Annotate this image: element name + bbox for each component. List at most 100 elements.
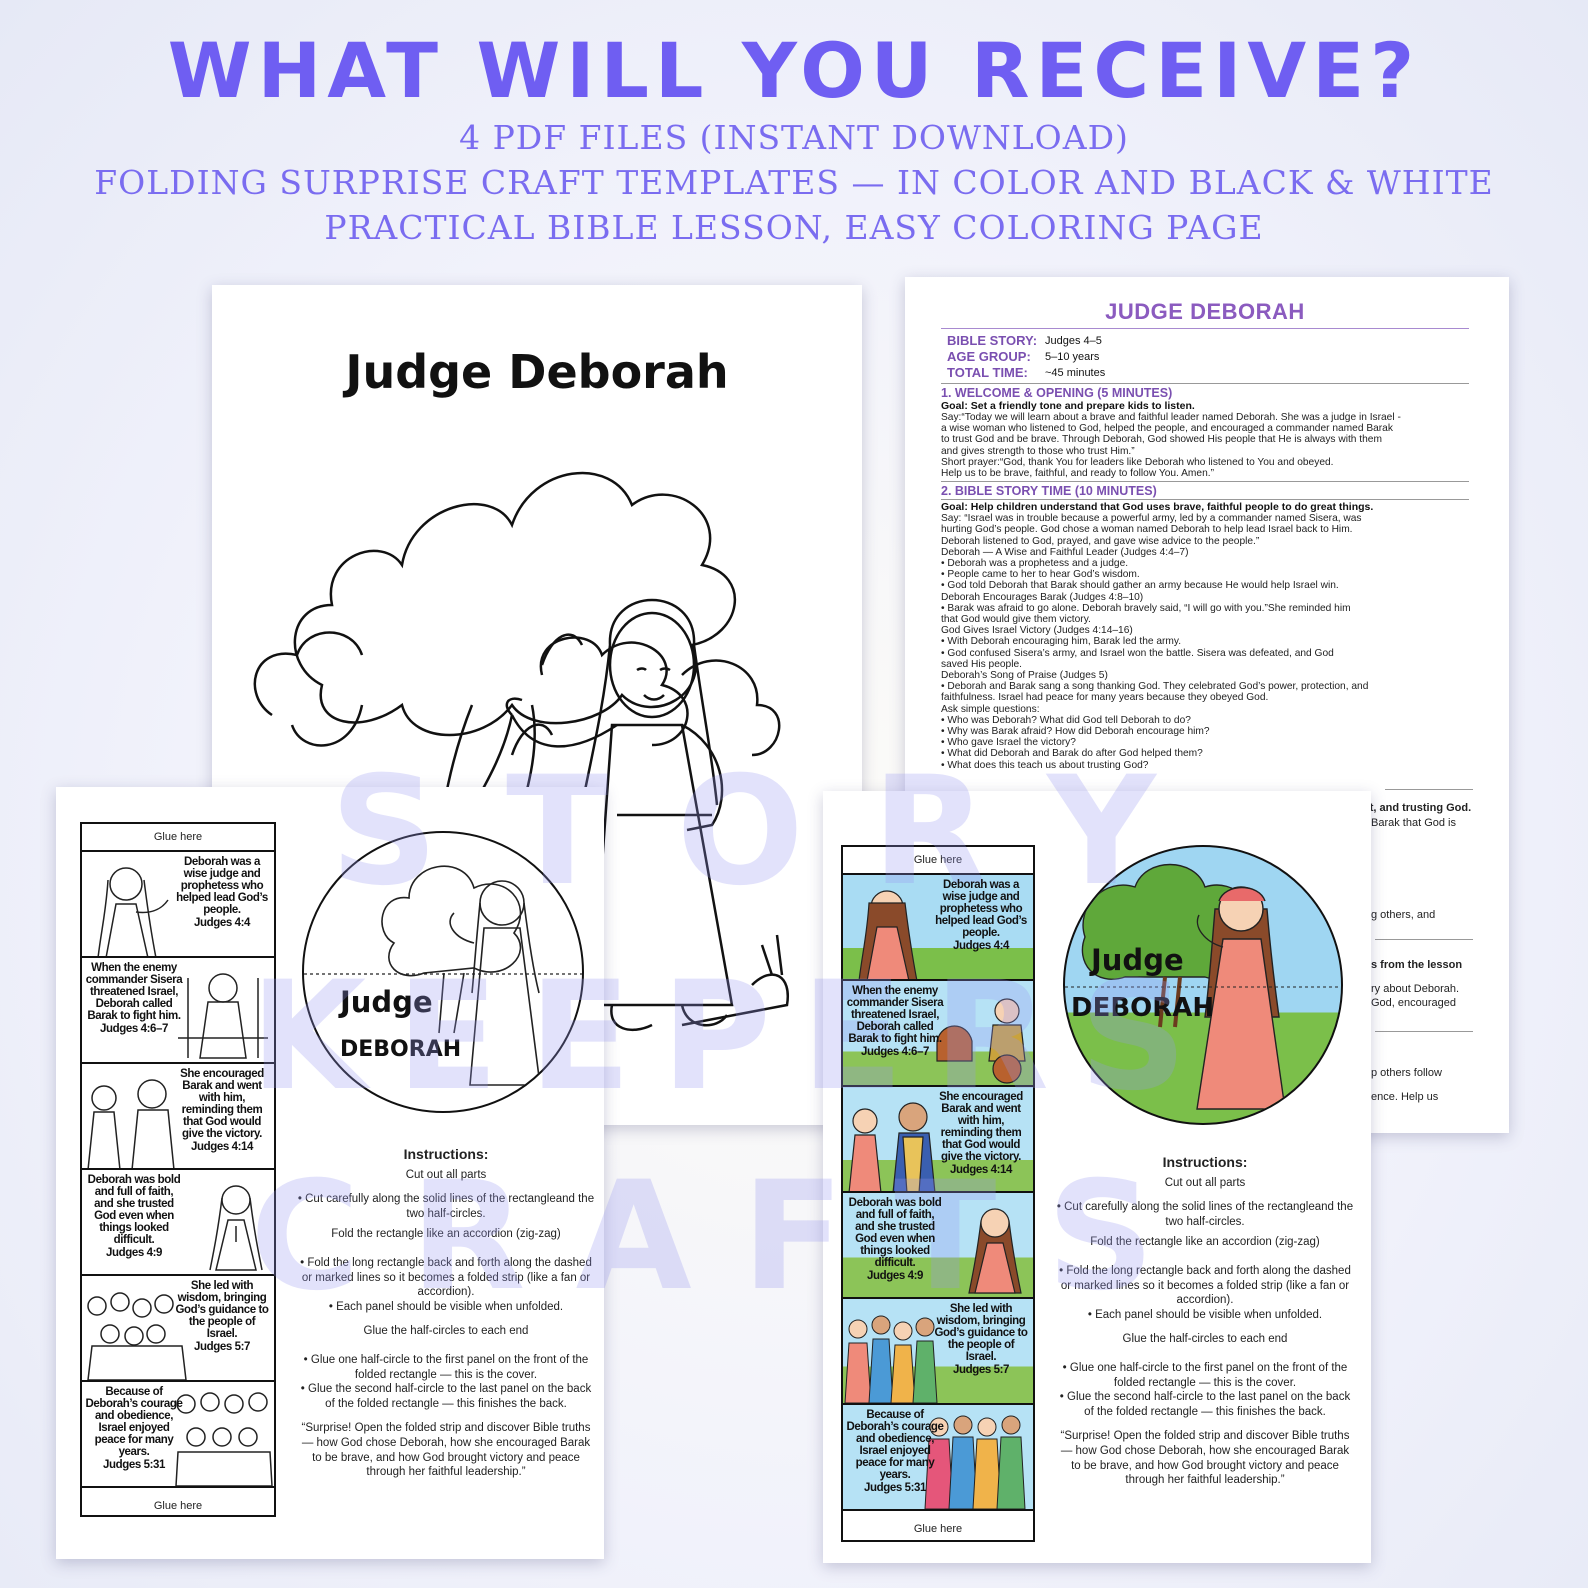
barak-icon	[848, 1102, 936, 1191]
crowd-icon	[844, 1315, 938, 1403]
panel-text: Deborah was bold and full of faith, and …	[845, 1197, 945, 1282]
lesson-fragment: nt, and trusting God.	[1363, 802, 1472, 814]
lesson-line: • People came to her to hear God’s wisdo…	[941, 569, 1140, 581]
story-panel: She led with wisdom, bringing God’s guid…	[82, 1274, 274, 1380]
section-title: 2. BIBLE STORY TIME (10 MINUTES)	[941, 484, 1157, 499]
divider	[1375, 1031, 1473, 1032]
panel-caption: Because of Deborah’s courage and obedien…	[85, 1386, 183, 1458]
section-goal: Goal: Help children understand that God …	[941, 501, 1374, 514]
chariot-icon	[936, 998, 1026, 1084]
panel-caption: When the enemy commander Sisera threaten…	[846, 985, 944, 1045]
panel-text: When the enemy commander Sisera threaten…	[84, 962, 184, 1035]
panel-text: Deborah was a wise judge and prophetess …	[174, 856, 270, 929]
headline: WHAT WILL YOU RECEIVE?	[167, 26, 1421, 115]
story-panel: When the enemy commander Sisera threaten…	[82, 956, 274, 1062]
lesson-line: • God confused Sisera’s army, and Israel…	[941, 647, 1334, 659]
cover-label-bottom: DEBORAH	[1071, 993, 1215, 1023]
panel-text: Deborah was a wise judge and prophetess …	[933, 879, 1029, 952]
instruction-glue-1: • Glue one half-circle to the first pane…	[1062, 1361, 1348, 1389]
story-panel: She encouraged Barak and went with him, …	[82, 1062, 274, 1168]
instructions: Instructions: Cut out all parts • Cut ca…	[296, 1147, 596, 1480]
story-panel: Because of Deborah’s courage and obedien…	[82, 1380, 274, 1486]
story-panel: She led with wisdom, bringing God’s guid…	[843, 1297, 1033, 1403]
section-title: 1. WELCOME & OPENING (5 MINUTES)	[941, 386, 1173, 400]
instruction-glue-title: Glue the half-circles to each end	[363, 1325, 529, 1338]
panel-caption: Deborah was a wise judge and prophetess …	[935, 879, 1027, 939]
instruction-cut: • Cut carefully along the solid lines of…	[1056, 1201, 1354, 1228]
panel-caption: Deborah was bold and full of faith, and …	[848, 1197, 942, 1269]
lesson-line: Say:“Today we will learn about a brave a…	[941, 412, 1401, 423]
divider	[941, 499, 1469, 501]
lesson-line: a wise woman who listened to God, helped…	[941, 423, 1393, 435]
lesson-line: • What did Deborah and Barak do after Go…	[941, 748, 1203, 760]
meta-key: BIBLE STORY:	[947, 333, 1038, 348]
deborah-cover-illustration	[304, 865, 582, 1086]
barak-icon	[87, 1079, 175, 1168]
subline-templates: FOLDING SURPRISE CRAFT TEMPLATES — IN CO…	[94, 163, 1494, 202]
story-panel: Deborah was a wise judge and prophetess …	[843, 873, 1033, 979]
lesson-fragment: ry about Deborah.	[1371, 983, 1460, 995]
section-body: Say: “Israel was in trouble because a po…	[941, 513, 1469, 771]
lesson-fragment: p others follow	[1371, 1067, 1442, 1079]
meta-key: TOTAL TIME:	[947, 365, 1028, 380]
panel-text: She led with wisdom, bringing God’s guid…	[174, 1280, 270, 1353]
lesson-fragment: ence. Help us	[1371, 1091, 1439, 1103]
meta-row: BIBLE STORY: Judges 4–5	[941, 333, 1469, 349]
instruction-fold-1: • Fold the long rectangle back and forth…	[1059, 1264, 1351, 1307]
subline-lesson: PRACTICAL BIBLE LESSON, EASY COLORING PA…	[324, 208, 1264, 247]
lesson-line: • Why was Barak afraid? How did Deborah …	[941, 726, 1210, 738]
cover-label-top: Judge	[1091, 943, 1184, 977]
glue-label-top: Glue here	[913, 854, 963, 866]
craft-strip: Glue here Deborah was a wise judge and p…	[841, 845, 1035, 1542]
lesson-line: • Deborah was a prophetess and a judge.	[941, 558, 1129, 570]
lesson-line: Say: “Israel was in trouble because a po…	[941, 513, 1362, 525]
glue-panel-bottom: Glue here	[843, 1509, 1033, 1547]
panel-ref: Judges 4:9	[866, 1270, 924, 1282]
lesson-line: to trust God and be brave. Through Debor…	[941, 434, 1382, 446]
lesson-fragment: s from the lesson	[1371, 959, 1463, 971]
lesson-fragment: Barak that God is	[1371, 817, 1456, 829]
subline-files: 4 PDF FILES (INSTANT DOWNLOAD)	[459, 118, 1129, 157]
meta-row: TOTAL TIME:~45 minutes	[941, 365, 1469, 381]
instructions: Instructions: Cut out all parts • Cut ca…	[1055, 1155, 1355, 1488]
panel-caption: When the enemy commander Sisera threaten…	[85, 962, 183, 1022]
panel-ref: Judges 4:6–7	[860, 1046, 930, 1058]
cover-circle: Judge DEBORAH	[1063, 845, 1343, 1125]
lesson-line: faithfulness. Israel had peace for many …	[941, 692, 1269, 704]
lesson-line: God Gives Israel Victory (Judges 4:14–16…	[941, 625, 1133, 637]
deborah-cover-illustration	[1065, 863, 1341, 1110]
lesson-line: that God would give them victory.	[941, 614, 1091, 626]
instruction-fold-title: Fold the rectangle like an accordion (zi…	[331, 1228, 561, 1241]
lesson-line: Ask simple questions:	[941, 703, 1040, 715]
instruction-cut-all: Cut out all parts	[1164, 1176, 1246, 1189]
glue-label-bottom: Glue here	[153, 1500, 203, 1512]
deborah-tree-illustration	[253, 471, 790, 1032]
panel-text: She led with wisdom, bringing God’s guid…	[933, 1303, 1029, 1376]
panel-ref: Judges 4:4	[193, 917, 251, 929]
cover-circle: Judge DEBORAH	[302, 831, 584, 1113]
instruction-cut-all: Cut out all parts	[405, 1168, 487, 1181]
praying-deborah-icon	[209, 1185, 263, 1271]
panel-ref: Judges 4:14	[190, 1141, 254, 1153]
lesson-line: Short prayer:“God, thank You for leaders…	[941, 456, 1334, 468]
section-body: Say:“Today we will learn about a brave a…	[941, 412, 1469, 479]
lesson-line: • What does this teach us about trusting…	[941, 759, 1149, 771]
panel-ref: Judges 4:9	[105, 1247, 163, 1259]
divider	[1375, 939, 1473, 940]
crowd-icon	[87, 1292, 187, 1380]
surprise-text: “Surprise! Open the folded strip and dis…	[1060, 1430, 1350, 1487]
panel-text: When the enemy commander Sisera threaten…	[845, 985, 945, 1058]
celebrating-crowd-icon	[175, 1392, 273, 1486]
lesson-line: • With Deborah encouraging him, Barak le…	[941, 636, 1182, 648]
cover-label-top: Judge	[340, 985, 433, 1019]
panel-caption: Deborah was a wise judge and prophetess …	[176, 856, 268, 916]
panel-text: She encouraged Barak and went with him, …	[933, 1091, 1029, 1176]
story-panel: She encouraged Barak and went with him, …	[843, 1085, 1033, 1191]
lesson-line: • Who gave Israel the victory?	[941, 737, 1076, 749]
instruction-fold-title: Fold the rectangle like an accordion (zi…	[1090, 1236, 1320, 1249]
instruction-fold-1: • Fold the long rectangle back and forth…	[300, 1256, 592, 1299]
praying-deborah-icon	[968, 1208, 1022, 1294]
meta-value: Judges 4–5	[1045, 335, 1102, 347]
panel-caption: She led with wisdom, bringing God’s guid…	[934, 1303, 1028, 1363]
instructions-title: Instructions:	[1162, 1154, 1248, 1170]
